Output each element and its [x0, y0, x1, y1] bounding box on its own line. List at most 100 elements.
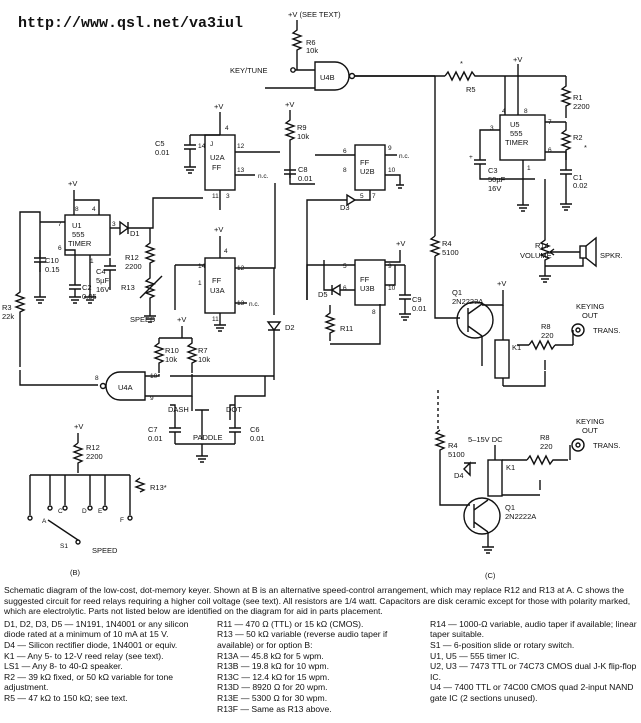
parts-item: R13 — 50 kΩ variable (reverse audio tape…: [217, 629, 388, 650]
svg-text:0.01: 0.01: [298, 174, 313, 183]
svg-text:4: 4: [224, 248, 228, 255]
svg-text:R12: R12: [125, 253, 139, 262]
svg-text:TIMER: TIMER: [505, 138, 529, 147]
svg-text:3: 3: [490, 125, 494, 132]
svg-text:+V: +V: [177, 315, 186, 324]
svg-text:R1: R1: [573, 93, 583, 102]
svg-text:J: J: [210, 141, 213, 148]
svg-text:R3: R3: [2, 303, 12, 312]
parts-item: U2, U3 — 7473 TTL or 74C73 CMOS dual J-K…: [430, 661, 637, 682]
keying-out-a-jack: KEYING OUT TRANS.: [571, 302, 621, 337]
svg-text:2200: 2200: [125, 262, 142, 271]
svg-text:+V: +V: [74, 422, 83, 431]
r2-resistor: R2 *: [560, 122, 587, 165]
parts-item: R11 — 470 Ω (TTL) or 15 kΩ (CMOS).: [217, 618, 364, 629]
svg-text:3: 3: [226, 193, 230, 200]
svg-text:12: 12: [237, 143, 245, 150]
svg-text:5100: 5100: [448, 450, 465, 459]
option-c-relay-driver: R4 5100 5–15V DC K1 D4 Q1 2N2222A R8 220…: [434, 390, 621, 580]
c5-capacitor: C5 0.01: [155, 135, 196, 159]
svg-text:9: 9: [150, 395, 154, 402]
svg-text:7: 7: [372, 193, 376, 200]
svg-text:D4: D4: [454, 471, 464, 480]
r14-volume: R14 VOLUME: [520, 234, 560, 270]
svg-text:2200: 2200: [86, 452, 103, 461]
svg-text:50µF: 50µF: [488, 175, 506, 184]
c4-capacitor: C4 5µF 16V: [96, 258, 116, 294]
svg-text:220: 220: [541, 331, 554, 340]
k1-relay: K1: [494, 339, 521, 379]
svg-text:FF: FF: [212, 163, 222, 172]
svg-text:R4: R4: [442, 239, 452, 248]
svg-text:220: 220: [540, 442, 553, 451]
svg-text:U3A: U3A: [210, 286, 225, 295]
svg-text:4: 4: [92, 206, 96, 213]
svg-text:10k: 10k: [198, 355, 210, 364]
site-url[interactable]: http://www.qsl.net/va3iul: [18, 15, 243, 32]
c10-capacitor: C10 0.15: [34, 250, 60, 297]
svg-text:10: 10: [388, 167, 396, 174]
parts-item: U4 — 7400 TTL or 74C00 CMOS quad 2-input…: [430, 682, 634, 703]
svg-text:8: 8: [95, 375, 99, 382]
paddle[interactable]: DASH DOT PADDLE: [168, 404, 242, 442]
parts-item: D4 — Silicon rectifier diode, 1N4001 or …: [4, 639, 178, 650]
svg-text:10: 10: [388, 285, 396, 292]
svg-text:7: 7: [58, 221, 62, 228]
u4b-gate: U4B: [314, 61, 356, 91]
svg-text:4: 4: [502, 108, 506, 115]
svg-text:10k: 10k: [165, 355, 177, 364]
key-tune-terminal: [290, 67, 296, 73]
svg-text:TRANS.: TRANS.: [593, 326, 621, 335]
d5-diode: D5: [318, 283, 341, 299]
svg-text:D2: D2: [285, 323, 295, 332]
svg-text:+V (SEE TEXT): +V (SEE TEXT): [288, 10, 341, 19]
svg-text:TIMER: TIMER: [68, 239, 92, 248]
svg-text:+V: +V: [513, 55, 522, 64]
svg-text:D1: D1: [130, 229, 140, 238]
svg-text:FF: FF: [360, 158, 370, 167]
svg-text:DASH: DASH: [168, 405, 189, 414]
svg-text:D5: D5: [318, 290, 328, 299]
parts-item: R2 — 39 kΩ fixed, or 50 kΩ variable for …: [4, 671, 174, 693]
r9-resistor: +V R9 10k: [284, 100, 309, 148]
svg-text:SPKR.: SPKR.: [600, 251, 623, 260]
svg-text:+V: +V: [214, 102, 223, 111]
svg-text:16V: 16V: [96, 285, 109, 294]
c9-capacitor: C9 0.01: [399, 265, 427, 314]
svg-text:6: 6: [343, 285, 347, 292]
svg-text:C: C: [58, 508, 63, 515]
svg-text:Q1: Q1: [505, 503, 515, 512]
speaker-icon: SPKR.: [579, 236, 623, 268]
svg-text:0.01: 0.01: [412, 304, 427, 313]
parts-item: LS1 — Any 8- to 40-Ω speaker.: [4, 661, 123, 672]
svg-text:KEYING: KEYING: [576, 417, 605, 426]
parts-item: S1 — 6-position slide or rotary switch.: [430, 639, 575, 650]
parts-item: U1, U5 — 555 timer IC.: [430, 650, 520, 661]
svg-text:OUT: OUT: [582, 311, 598, 320]
parts-list-col-2: R11 — 470 Ω (TTL) or 15 kΩ (CMOS). R13 —…: [217, 619, 424, 714]
r10-resistor: R10 10k: [153, 338, 179, 373]
svg-text:(C): (C): [485, 571, 496, 580]
svg-text:4: 4: [225, 125, 229, 132]
svg-text:n.c.: n.c.: [249, 301, 260, 308]
svg-text:10k: 10k: [306, 46, 318, 55]
parts-list-col-1: D1, D2, D3, D5 — 1N191, 1N4001 or any si…: [4, 619, 211, 714]
svg-text:3: 3: [112, 221, 116, 228]
svg-text:555: 555: [72, 230, 85, 239]
svg-text:TRANS.: TRANS.: [593, 441, 621, 450]
svg-text:FF: FF: [360, 275, 370, 284]
svg-text:1: 1: [90, 258, 94, 265]
svg-text:U5: U5: [510, 120, 520, 129]
svg-text:R7: R7: [198, 346, 208, 355]
svg-text:A: A: [42, 518, 47, 525]
svg-text:OUT: OUT: [582, 426, 598, 435]
svg-text:+V: +V: [285, 100, 294, 109]
svg-text:6: 6: [343, 148, 347, 155]
r7-resistor: R7 10k: [186, 338, 210, 373]
svg-text:5µF: 5µF: [96, 276, 109, 285]
